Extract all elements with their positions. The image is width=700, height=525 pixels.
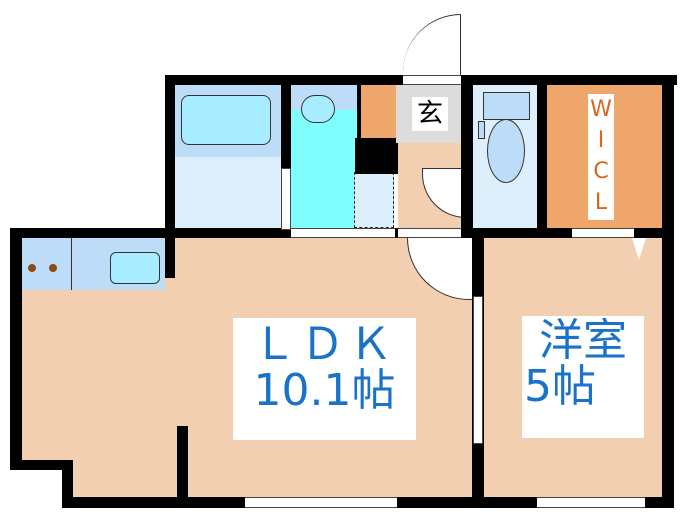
- toilet-bowl-icon: [487, 119, 525, 183]
- wic-letter-l: L: [594, 190, 608, 215]
- right-outer-wall: [662, 75, 674, 508]
- ldk-left-wall: [10, 228, 22, 470]
- burner-icon: [49, 264, 57, 272]
- front-door-opening: [403, 75, 461, 85]
- washing-machine-pan: [354, 172, 394, 228]
- kitchen-sink-icon: [110, 252, 160, 284]
- kitchen-partition: [165, 228, 175, 278]
- wic-door: [572, 228, 634, 238]
- wash-entry-wall: [357, 85, 361, 145]
- ldk-room-size: 10.1帖: [253, 365, 396, 417]
- ldk-label: ＬＤＫ 10.1帖: [233, 318, 416, 440]
- western-window: [537, 497, 645, 508]
- ldk-top-left-wall: [10, 228, 175, 238]
- upper-left-wall: [165, 75, 175, 238]
- notch-side-wall: [62, 460, 73, 508]
- wash-door: [291, 228, 395, 238]
- notch-bottom-wall: [10, 460, 73, 470]
- burner-icon: [28, 264, 36, 272]
- front-door-swing: [403, 14, 461, 75]
- ldk-room-name: ＬＤＫ: [252, 319, 397, 370]
- ldk-floor-lower: [73, 460, 472, 497]
- hall-ldk-opening: [398, 228, 461, 238]
- bath-door: [281, 168, 291, 230]
- bathtub-icon: [181, 95, 271, 145]
- wic-letter-w: W: [590, 97, 612, 122]
- sliding-door: [473, 296, 483, 444]
- western-label: 洋室 5帖: [522, 316, 644, 438]
- western-room-name: 洋室: [539, 315, 627, 366]
- ldk-window: [245, 497, 397, 508]
- entry-toilet-wall: [461, 85, 473, 238]
- wic-letter-c: C: [593, 159, 609, 184]
- bath-wash-wall: [281, 85, 291, 228]
- washbasin-icon: [301, 95, 335, 123]
- western-room-size: 5帖: [524, 361, 596, 413]
- stove-divider: [71, 238, 72, 290]
- paper-holder: [478, 121, 485, 139]
- shoe-storage: [361, 85, 396, 138]
- ldk-stub-wall: [177, 426, 188, 498]
- toilet-tank: [483, 92, 530, 120]
- toilet-wic-wall: [537, 85, 547, 228]
- wic-door-marker: [632, 238, 646, 260]
- entrance-label: 玄: [412, 97, 448, 131]
- wic-letter-i: I: [597, 128, 605, 153]
- wic-label: W I C L: [588, 94, 614, 220]
- shaft-wall: [355, 138, 405, 174]
